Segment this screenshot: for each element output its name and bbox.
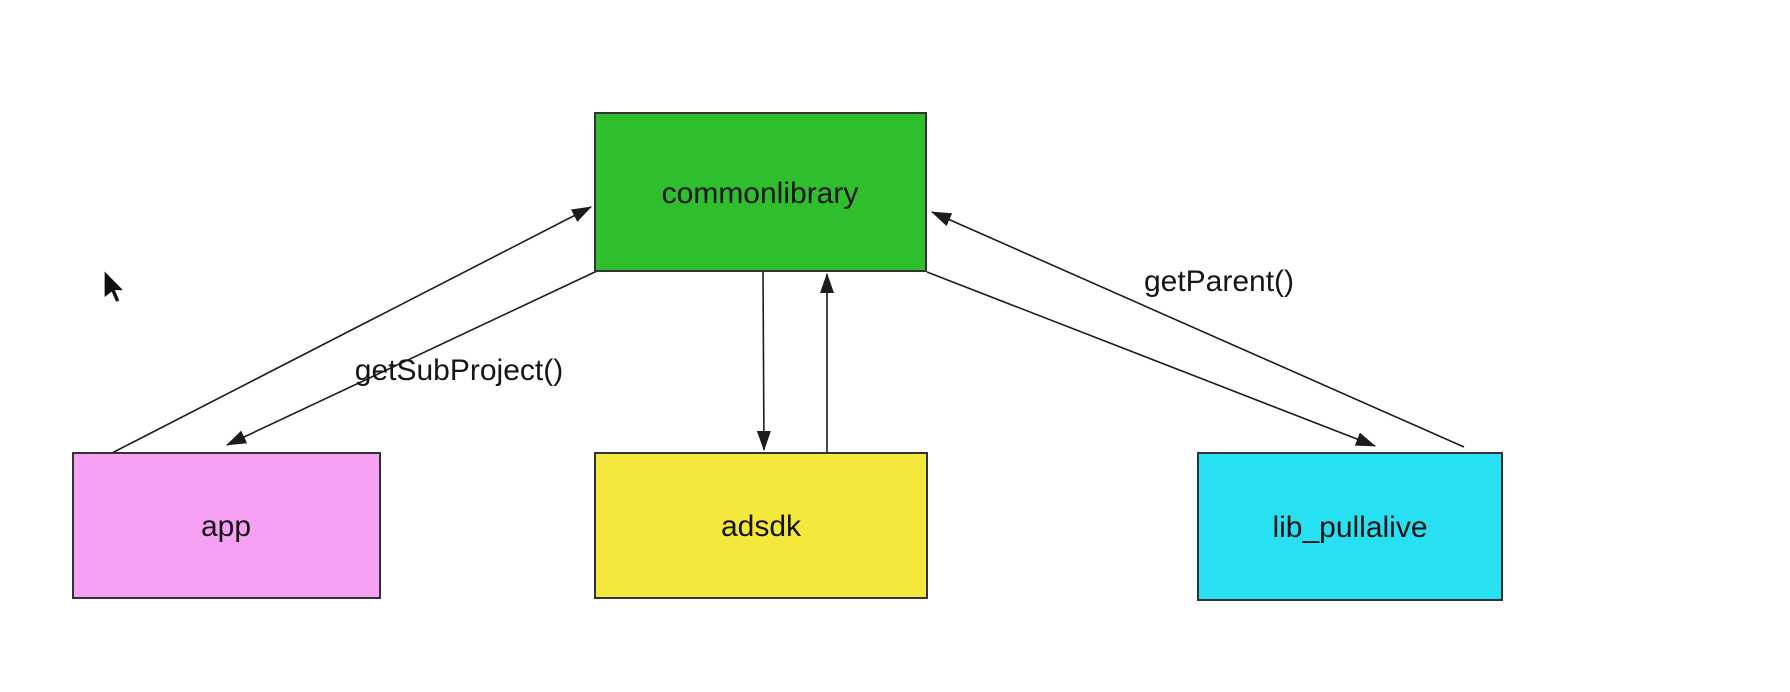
edges <box>111 206 1465 454</box>
node-commonlibrary-rect[interactable] <box>594 112 927 272</box>
edge-app-to-commonlibrary <box>111 206 592 454</box>
edge-lib-pullalive-to-commonlibrary <box>931 211 1465 448</box>
node-lib-pullalive-label: lib_pullalive <box>1272 511 1427 544</box>
node-lib-pullalive[interactable]: lib_pullalive <box>1197 452 1503 601</box>
edge-label-getparent: getParent() <box>1144 265 1294 298</box>
node-adsdk-rect[interactable] <box>594 452 928 599</box>
node-app[interactable]: app <box>72 452 381 599</box>
node-commonlibrary-label: commonlibrary <box>662 177 859 210</box>
node-app-rect[interactable] <box>72 452 381 599</box>
node-adsdk[interactable]: adsdk <box>594 452 928 599</box>
edge-commonlibrary-to-app <box>226 270 598 446</box>
node-app-label: app <box>201 510 251 543</box>
mouse-cursor-icon <box>103 268 126 304</box>
edge-label-getsubproject: getSubProject() <box>355 354 563 387</box>
edge-commonlibrary-to-lib-pullalive <box>926 271 1376 447</box>
node-adsdk-label: adsdk <box>721 510 802 543</box>
node-commonlibrary[interactable]: commonlibrary <box>594 112 927 272</box>
node-lib-pullalive-rect[interactable] <box>1197 452 1503 601</box>
edge-commonlibrary-to-adsdk <box>756 270 771 451</box>
